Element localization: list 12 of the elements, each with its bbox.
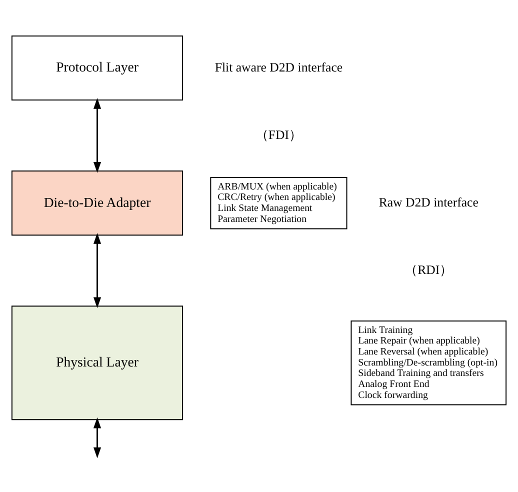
arrow — [93, 232, 102, 308]
node-box: Die-to-Die Adapter — [11, 170, 184, 236]
label: Raw D2D interface — [378, 194, 478, 209]
label: （RDI） — [404, 262, 453, 277]
node-box: Physical Layer — [11, 305, 184, 420]
label: Flit aware D2D interface — [214, 60, 343, 74]
node-box: ARB/MUX (when applicable) CRC/Retry (when applicable) Link State Management Parameter Negotiation — [210, 176, 348, 229]
node-box: Protocol Layer — [11, 34, 184, 100]
node-box: Link Training Lane Repair (when applicable) Lane Reversal (when applicable) Scrambling/De-scrambling (opt-in) Sideband Training and transfers Analog Front End Clock forwarding — [350, 320, 507, 405]
arrow — [93, 416, 102, 458]
label: （FDI） — [255, 127, 302, 142]
arrow — [93, 97, 102, 172]
